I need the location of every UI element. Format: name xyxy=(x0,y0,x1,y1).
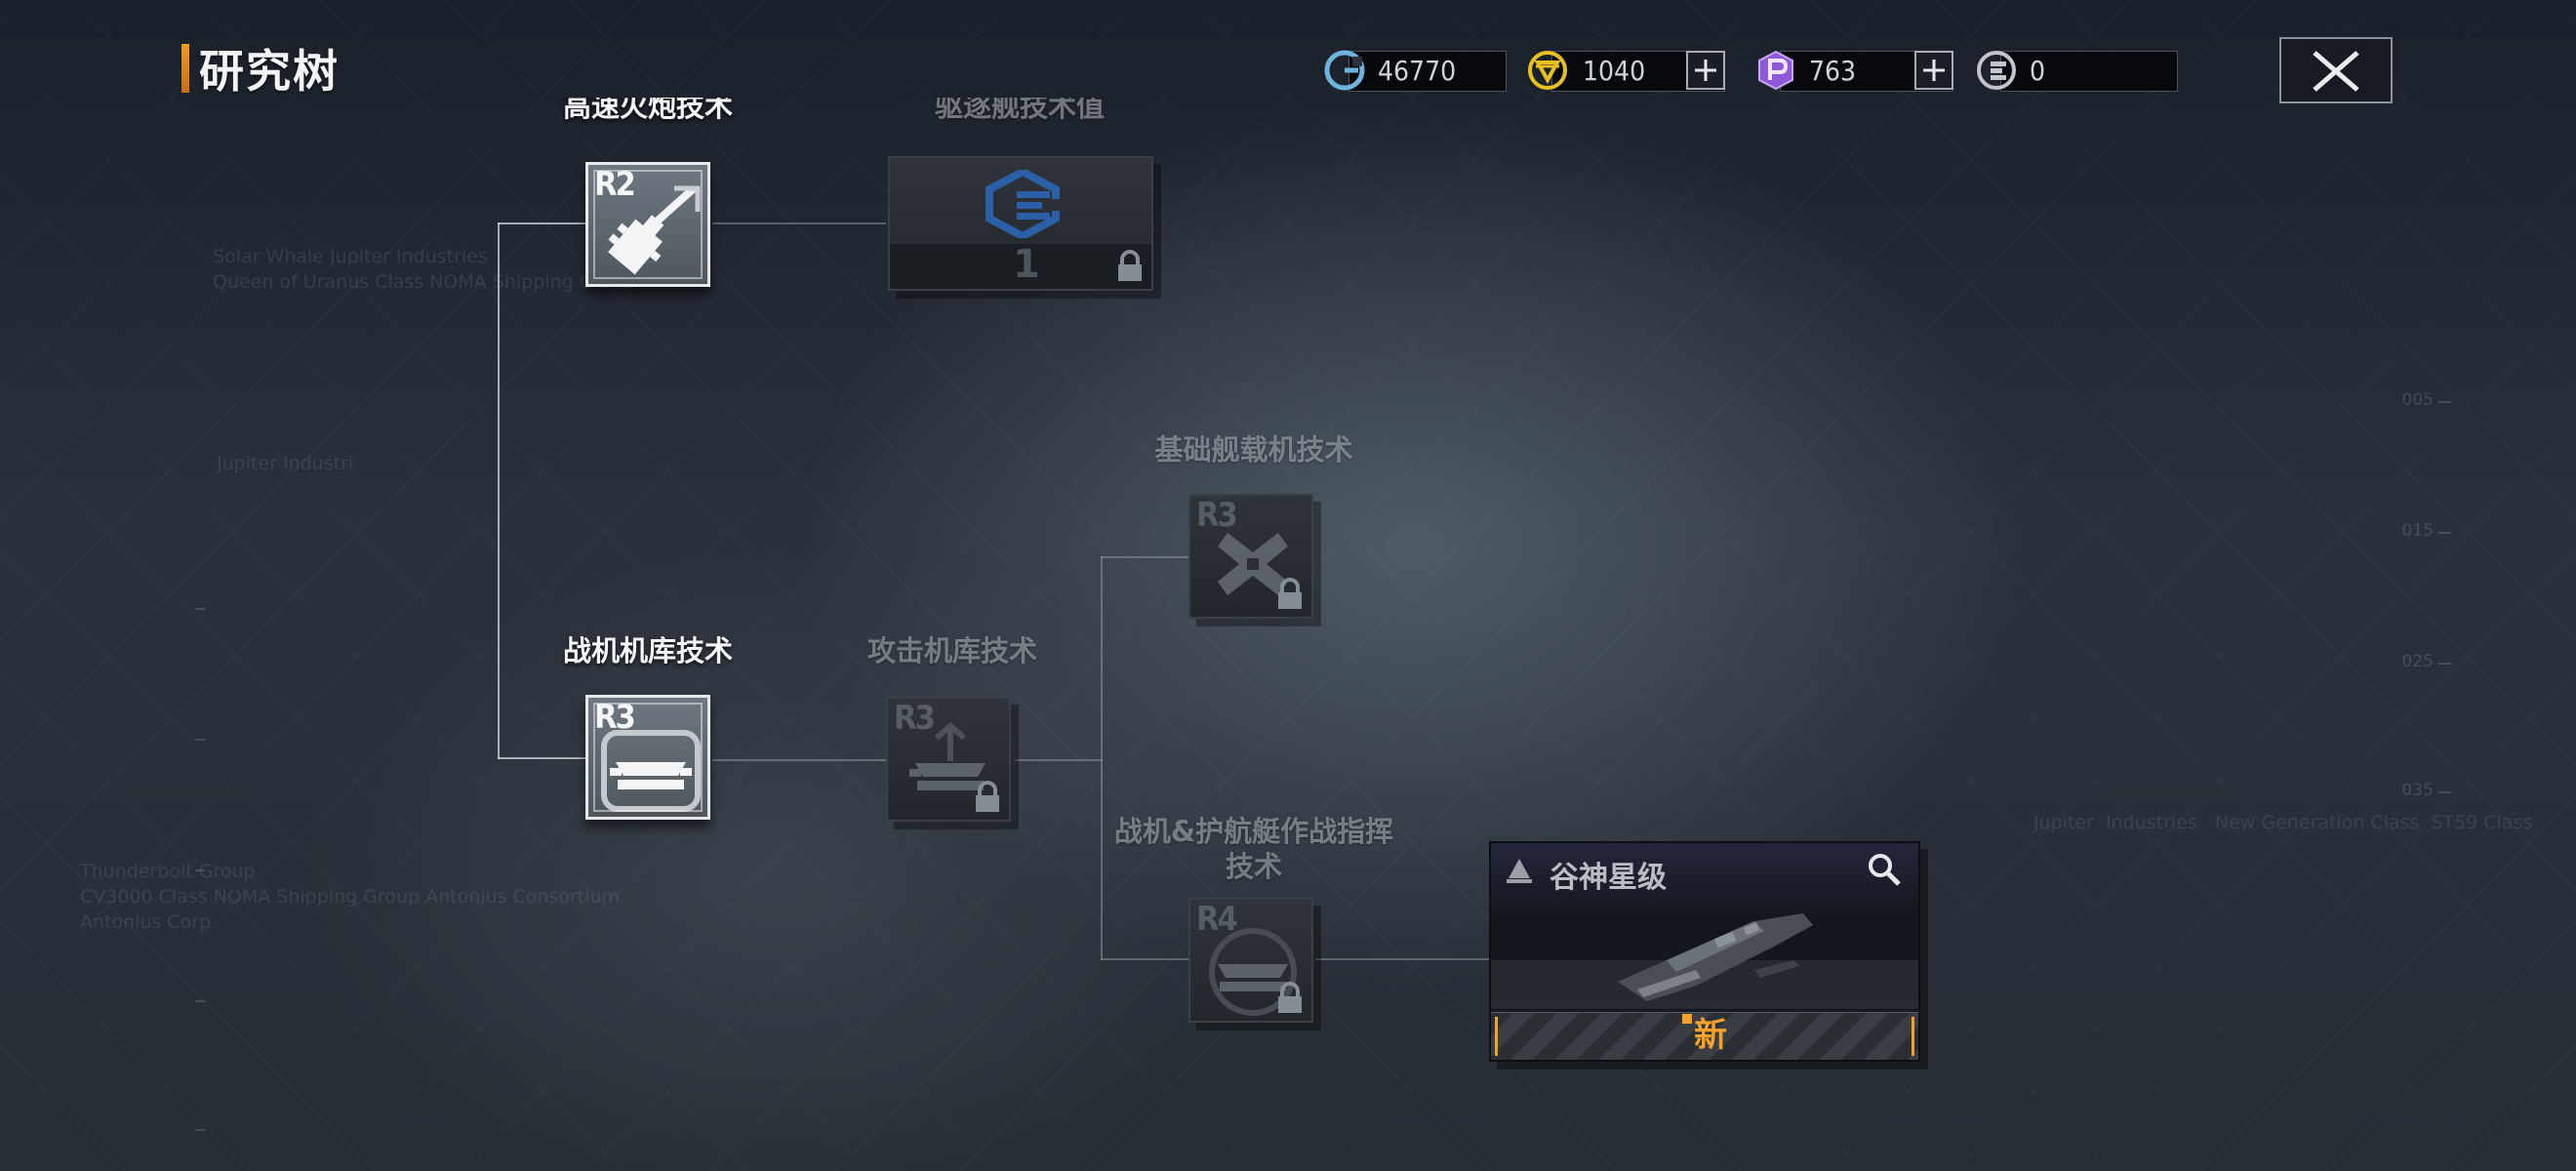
rank-badge: R3 xyxy=(1196,496,1238,535)
close-button[interactable] xyxy=(2279,37,2393,103)
tree-connector xyxy=(1101,556,1103,960)
ship-name: 谷神星级 xyxy=(1550,861,1667,895)
ruler-label: 005 xyxy=(2401,390,2434,410)
ruler-label: 025 xyxy=(2401,652,2434,671)
tech-emblem-icon xyxy=(986,170,1062,238)
tech-node-fighter-hangar[interactable]: R3 xyxy=(585,695,710,820)
tech-coin-icon xyxy=(1977,51,2016,90)
carrier-aircraft-icon xyxy=(1218,533,1288,595)
node-label-text: 驱逐舰技术值 xyxy=(934,98,1105,123)
tech-value: 1 xyxy=(1013,242,1040,287)
node-label-line: 战机&护航艇作战指挥 xyxy=(1113,815,1394,848)
tree-connector xyxy=(1101,958,1188,960)
resource-value: 46770 xyxy=(1378,55,1457,87)
node-label: 战机&护航艇作战指挥 技术 xyxy=(1093,814,1415,884)
resource-box xyxy=(1348,51,1507,92)
add-gold-button[interactable] xyxy=(1686,51,1725,90)
background-ruler: 005 015 025 035 xyxy=(2402,293,2467,839)
resource-value: 1040 xyxy=(1583,55,1646,87)
tech-node-fighter-escort-command[interactable]: R4 xyxy=(1188,898,1313,1023)
lock-icon xyxy=(1278,982,1302,1013)
ruler-label: 035 xyxy=(2401,781,2434,800)
tech-node-basic-carrier[interactable]: R3 xyxy=(1188,494,1313,619)
new-badge: 新 xyxy=(1491,1008,1918,1056)
tree-connector xyxy=(498,222,585,224)
rank-badge: R3 xyxy=(894,699,936,738)
tree-connector xyxy=(1101,556,1188,558)
ship-model-image xyxy=(1618,913,1813,1001)
background-text: Thunderbolt Group CV3000 Class NOMA Ship… xyxy=(80,861,621,933)
node-label: 基础舰载机技术 xyxy=(1154,433,1353,466)
tech-node-attack-hangar[interactable]: R3 xyxy=(886,697,1011,822)
node-label-text: 高速火炮技术 xyxy=(562,98,733,123)
accent-edge xyxy=(1912,1017,1914,1056)
background-text: Jupiter Industri xyxy=(217,453,354,474)
lock-icon xyxy=(1118,250,1142,281)
p-gem-icon xyxy=(1758,50,1793,91)
command-icon xyxy=(1209,928,1297,1016)
resource-box xyxy=(2000,51,2178,92)
title-accent-bar xyxy=(181,44,189,93)
tech-node-ship-tech-value[interactable]: 1 xyxy=(888,156,1153,291)
node-label-line: 技术 xyxy=(1225,850,1282,883)
resource-value: 0 xyxy=(2030,55,2046,87)
rank-badge: R4 xyxy=(1196,900,1238,939)
ship-card-footer xyxy=(1491,1012,1918,1060)
lock-icon xyxy=(976,781,999,812)
background-text: Solar Whale Jupiter Industries Queen of … xyxy=(213,246,636,293)
background-text: Jupiter Industries New Generation Class … xyxy=(2033,812,2533,833)
node-label: 攻击机库技术 xyxy=(866,634,1037,667)
v-coin-icon xyxy=(1528,51,1567,90)
hangar-icon xyxy=(601,730,701,812)
node-label: 高速火炮技术 xyxy=(552,98,744,131)
tech-node-high-speed-cannon[interactable]: R2 xyxy=(585,162,710,287)
add-premium-button[interactable] xyxy=(1914,51,1953,90)
page-title-text: 研究树 xyxy=(199,45,340,98)
ship-class-icon xyxy=(1507,859,1532,883)
tree-connector xyxy=(1315,958,1489,960)
tree-connector xyxy=(498,222,500,759)
lock-icon xyxy=(1278,578,1302,609)
tree-connector xyxy=(712,222,886,224)
tree-connector xyxy=(712,759,886,761)
resource-gold: 1040 xyxy=(1526,49,1725,92)
page-title: 研究树 xyxy=(181,43,340,98)
rank-badge: R2 xyxy=(594,165,636,204)
ruler-label: 015 xyxy=(2401,521,2434,541)
tree-connector xyxy=(1015,759,1103,761)
resource-value: 763 xyxy=(1809,55,1857,87)
cannon-icon xyxy=(608,185,701,275)
node-label: 战机机库技术 xyxy=(562,634,733,667)
close-icon xyxy=(2313,51,2359,92)
search-icon[interactable] xyxy=(1866,851,1905,890)
resource-credits: 46770 xyxy=(1323,49,1507,92)
attack-hangar-icon xyxy=(909,722,986,790)
resource-tech: 0 xyxy=(1975,49,2178,92)
g-coin-icon xyxy=(1324,50,1365,91)
new-dot xyxy=(1682,1014,1692,1024)
resource-premium: 763 xyxy=(1754,49,1953,92)
node-label: 驱逐舰技术值 xyxy=(888,98,1151,131)
new-badge-text: 新 xyxy=(1694,1016,1727,1055)
ship-card[interactable]: 谷神星级 新 xyxy=(1489,841,1920,1062)
rank-badge: R3 xyxy=(594,698,636,737)
background-ruler xyxy=(195,605,224,1151)
accent-edge xyxy=(1495,1017,1498,1056)
tree-connector xyxy=(498,757,585,759)
